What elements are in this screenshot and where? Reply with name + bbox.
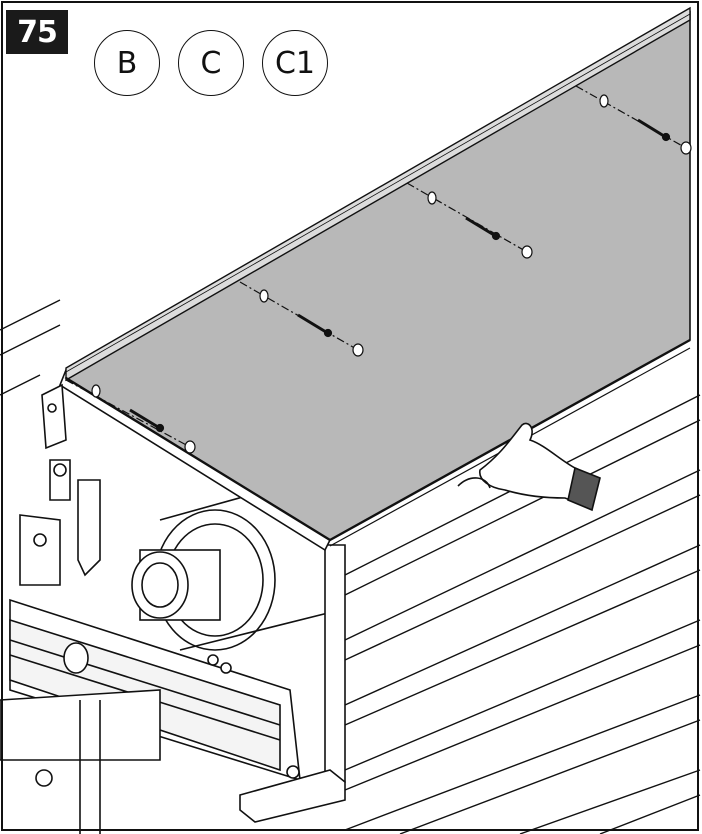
part-ref-c1: C1 bbox=[262, 30, 328, 96]
screw-row-1 bbox=[65, 379, 196, 454]
wall-slats bbox=[0, 299, 701, 834]
screw-row-4 bbox=[575, 85, 692, 155]
screw-row-3 bbox=[406, 182, 533, 259]
side-bracket bbox=[41, 383, 67, 450]
part-ref-b: B bbox=[94, 30, 160, 96]
step-number-badge: 75 bbox=[6, 10, 68, 54]
screw-row-2 bbox=[239, 281, 364, 357]
pointing-hand-icon bbox=[457, 422, 601, 512]
roof-panel bbox=[64, 6, 691, 547]
motor-roller bbox=[131, 469, 341, 651]
part-ref-c: C bbox=[178, 30, 244, 96]
